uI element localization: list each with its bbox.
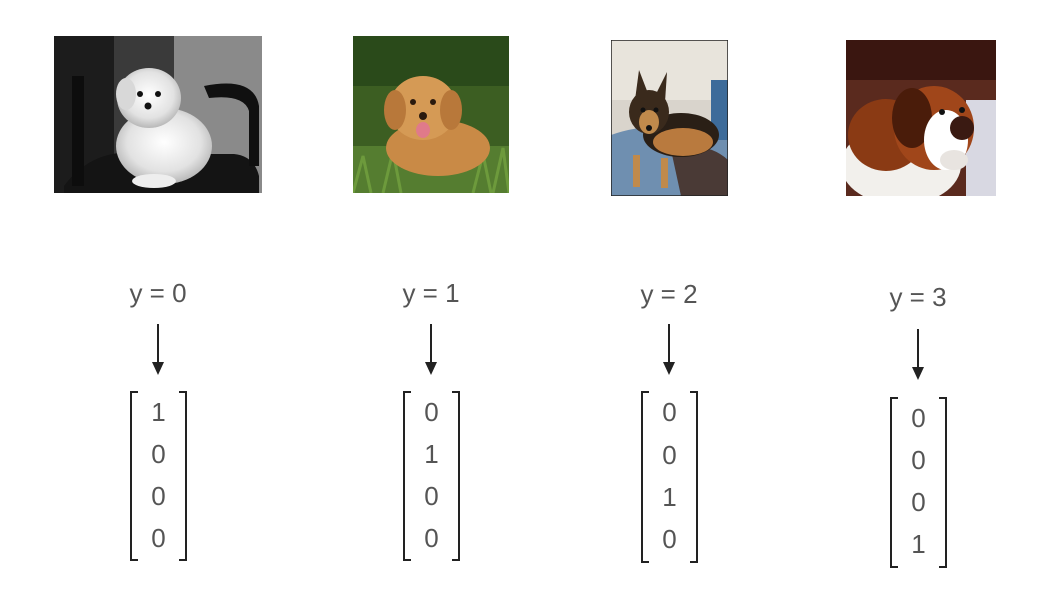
class-label-0: y = 0 <box>129 278 187 308</box>
one-hot-vector-0: 1 0 0 0 <box>130 391 187 561</box>
vector-entry: 1 <box>662 482 677 512</box>
right-bracket <box>690 391 698 563</box>
vector-entry: 0 <box>662 440 677 470</box>
dog-photo-2 <box>611 40 728 196</box>
arrow-down-icon <box>425 324 437 375</box>
left-bracket <box>890 397 898 568</box>
vector-entry: 0 <box>151 439 166 469</box>
vector-entry: 0 <box>662 524 677 554</box>
right-bracket <box>179 391 187 561</box>
arrow-down-icon <box>152 324 164 375</box>
class-label-1: y = 1 <box>402 278 460 308</box>
vector-entry: 0 <box>911 403 926 433</box>
left-bracket <box>403 391 411 561</box>
vector-entry: 0 <box>911 445 926 475</box>
one-hot-vector-2: 0 0 1 0 <box>641 391 698 563</box>
right-bracket <box>452 391 460 561</box>
vector-entry: 0 <box>424 397 439 427</box>
class-label-2: y = 2 <box>640 279 698 309</box>
left-bracket <box>641 391 649 563</box>
one-hot-vector-1: 0 1 0 0 <box>403 391 460 561</box>
vector-entry: 1 <box>151 397 166 427</box>
vector-entry: 1 <box>424 439 439 469</box>
one-hot-vector-3: 0 0 0 1 <box>890 397 947 568</box>
class-label-3: y = 3 <box>889 282 947 312</box>
dog-photo-0 <box>54 36 262 193</box>
dog-photo-1 <box>353 36 509 193</box>
arrow-down-icon <box>663 324 675 375</box>
dog-photo-3 <box>846 40 996 196</box>
vector-entry: 0 <box>424 481 439 511</box>
vector-entry: 0 <box>151 481 166 511</box>
vector-entry: 0 <box>911 487 926 517</box>
arrow-down-icon <box>912 329 924 380</box>
vector-entry: 0 <box>151 523 166 553</box>
vector-entry: 0 <box>662 397 677 427</box>
right-bracket <box>939 397 947 568</box>
left-bracket <box>130 391 138 561</box>
vector-entry: 1 <box>911 529 926 559</box>
vector-entry: 0 <box>424 523 439 553</box>
